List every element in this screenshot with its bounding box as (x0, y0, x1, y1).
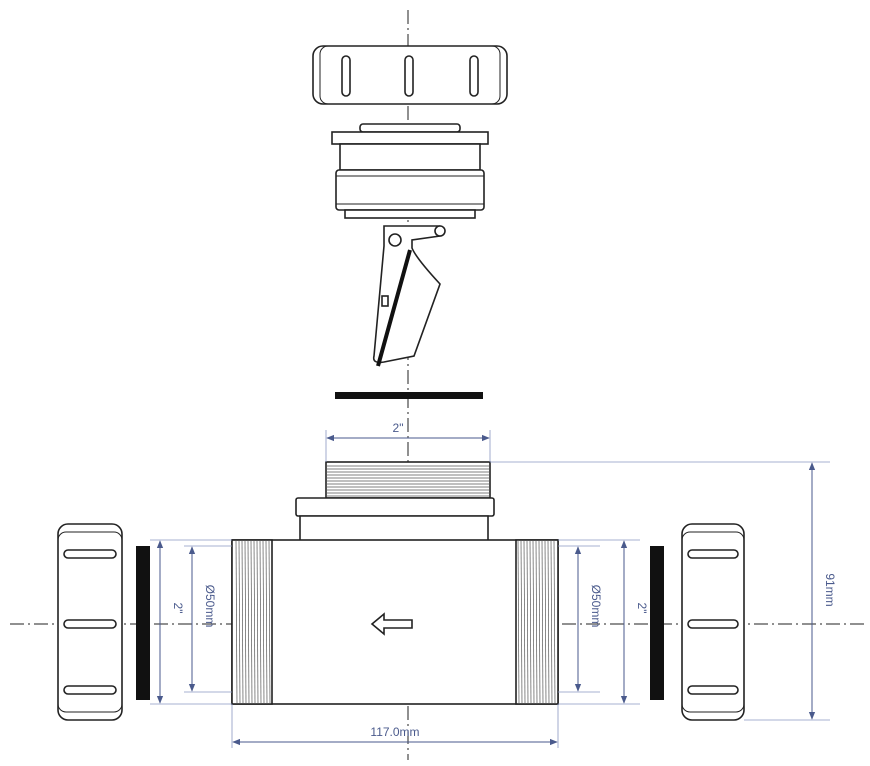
dim-left-diameter: Ø50mm (184, 545, 232, 693)
valve-insert (331, 123, 489, 219)
dim-length: 117.0mm (231, 704, 559, 748)
dim-right-thread: 2" (558, 539, 649, 705)
right-gasket (650, 546, 664, 700)
top-cap-nut (312, 45, 508, 105)
dim-left-thread-label: 2" (171, 603, 185, 614)
dim-left-thread: 2" (150, 539, 232, 705)
dim-left-diameter-label: Ø50mm (203, 585, 217, 628)
dim-top-thread: 2" (325, 421, 491, 462)
top-gasket (335, 392, 483, 399)
dim-right-diameter-label: Ø50mm (589, 585, 603, 628)
left-union-nut (57, 523, 123, 721)
dim-top-thread-label: 2" (393, 421, 404, 435)
dim-height-label: 91mm (823, 573, 837, 606)
dim-height: 91mm (490, 461, 837, 721)
dim-length-label: 117.0mm (370, 725, 419, 739)
check-valve-flap (372, 225, 446, 367)
tee-body (231, 461, 559, 705)
right-union-nut (681, 523, 745, 721)
dim-right-diameter: Ø50mm (558, 545, 603, 693)
left-gasket (136, 546, 150, 700)
flow-direction-icon (370, 612, 413, 636)
dim-right-thread-label: 2" (635, 603, 649, 614)
